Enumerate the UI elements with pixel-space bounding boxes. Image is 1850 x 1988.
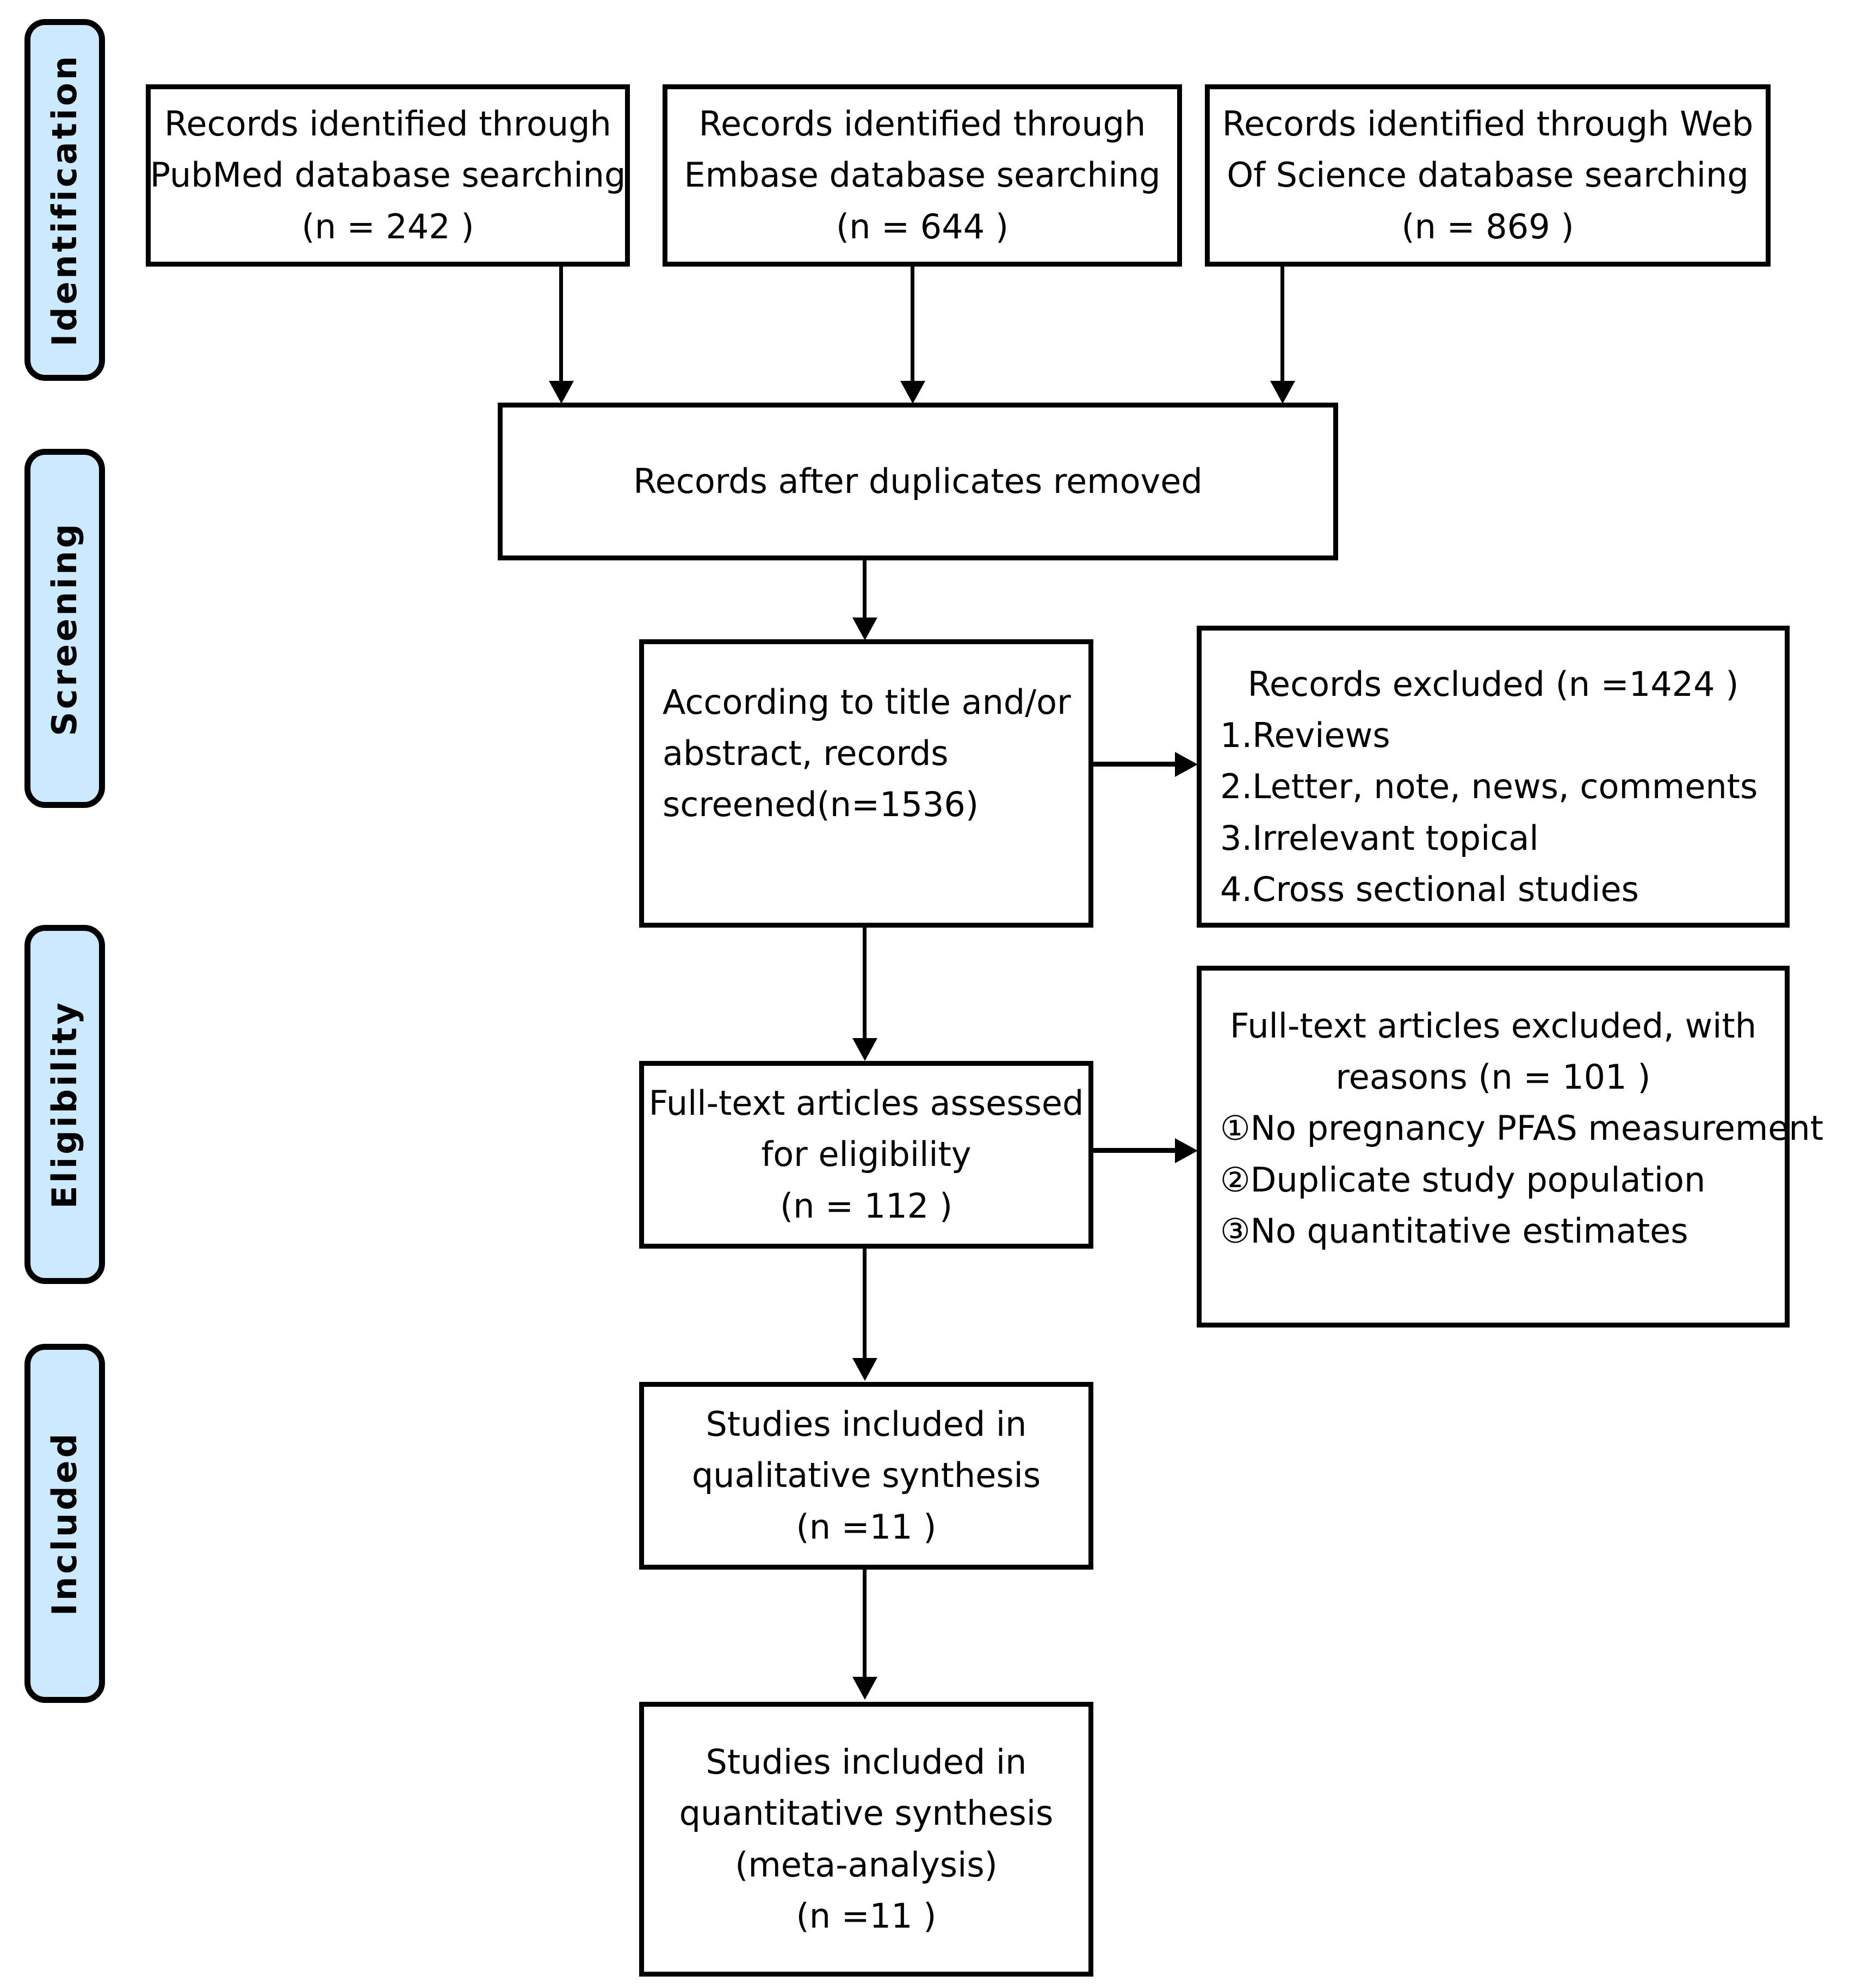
connector-screened-to-fulltext: [863, 928, 867, 1042]
box-embase-line-2: Embase database searching: [684, 155, 1161, 195]
stage-tab-included: Included: [24, 1344, 105, 1703]
box-qualitative-line-1: Studies included in: [706, 1404, 1027, 1444]
stage-tab-eligibility: Eligibility: [24, 925, 105, 1284]
stage-tab-identification-label: Identification: [45, 53, 84, 347]
box-fulltext-assessed-line-1: Full-text articles assessed: [648, 1083, 1084, 1123]
box-pubmed-records: Records identified through PubMed databa…: [146, 84, 630, 267]
arrowhead-screened-to-fulltext: [852, 1038, 877, 1061]
box-webofscience-records: Records identified through Web Of Scienc…: [1205, 84, 1771, 267]
box-qualitative-line-3: (n =11 ): [796, 1507, 937, 1547]
box-pubmed-line-2: PubMed database searching: [150, 155, 626, 195]
box-records-screened-line-3: screened(n=1536): [663, 785, 979, 825]
box-qualitative-synthesis: Studies included in qualitative synthesi…: [639, 1382, 1093, 1570]
box-duplicates-removed: Records after duplicates removed: [498, 403, 1338, 560]
box-records-excluded-reason-1: 1.Reviews: [1220, 715, 1390, 756]
box-fulltext-excluded-reason-1: ①No pregnancy PFAS measurement: [1220, 1108, 1824, 1149]
box-records-screened-line-1: According to title and/or: [663, 682, 1071, 722]
box-quantitative-line-1: Studies included in: [706, 1742, 1027, 1782]
connector-duplicates-to-screened: [863, 560, 867, 623]
box-pubmed-line-1: Records identified through: [164, 104, 611, 144]
connector-fulltext-to-excluded: [1093, 1148, 1178, 1153]
box-wos-line-2: Of Science database searching: [1227, 155, 1749, 195]
stage-tab-included-label: Included: [45, 1430, 84, 1616]
box-quantitative-synthesis: Studies included in quantitative synthes…: [639, 1702, 1093, 1977]
box-fulltext-assessed: Full-text articles assessed for eligibil…: [639, 1061, 1093, 1249]
box-wos-line-3: (n = 869 ): [1401, 206, 1574, 246]
box-records-excluded-heading: Records excluded (n =1424 ): [1247, 664, 1739, 704]
arrowhead-screened-to-excluded: [1175, 752, 1198, 777]
box-records-screened-line-2: abstract, records: [663, 733, 949, 774]
box-embase-line-1: Records identified through: [698, 104, 1146, 144]
box-records-excluded-reason-3: 3.Irrelevant topical: [1220, 818, 1539, 858]
box-fulltext-excluded: Full-text articles excluded, with reason…: [1197, 966, 1823, 1328]
connector-wos-to-duplicates: [1280, 267, 1284, 384]
box-fulltext-assessed-line-2: for eligibility: [761, 1134, 972, 1175]
box-wos-line-1: Records identified through Web: [1222, 104, 1754, 144]
box-fulltext-excluded-reason-3: ③No quantitative estimates: [1220, 1211, 1688, 1251]
connector-qualitative-to-quantitative: [863, 1570, 867, 1678]
arrowhead-wos-to-duplicates: [1270, 381, 1295, 404]
stage-tab-screening-label: Screening: [45, 521, 84, 736]
arrowhead-pubmed-to-duplicates: [549, 381, 574, 404]
box-quantitative-line-4: (n =11 ): [796, 1896, 937, 1936]
arrowhead-fulltext-to-qualitative: [852, 1358, 877, 1381]
stage-tab-eligibility-label: Eligibility: [45, 1000, 84, 1209]
box-embase-records: Records identified through Embase databa…: [663, 84, 1182, 267]
box-records-excluded-reason-4: 4.Cross sectional studies: [1220, 869, 1639, 909]
box-quantitative-line-2: quantitative synthesis: [679, 1793, 1054, 1833]
box-quantitative-line-3: (meta-analysis): [735, 1844, 998, 1885]
box-embase-line-3: (n = 644 ): [836, 206, 1009, 246]
box-records-screened: According to title and/or abstract, reco…: [639, 639, 1093, 928]
box-fulltext-excluded-reason-2: ②Duplicate study population: [1220, 1159, 1706, 1200]
stage-tab-screening: Screening: [24, 449, 105, 808]
stage-tab-identification: Identification: [24, 19, 105, 381]
box-records-excluded-reason-2: 2.Letter, note, news, comments: [1220, 767, 1758, 807]
box-fulltext-excluded-heading-2: reasons (n = 101 ): [1335, 1057, 1651, 1097]
connector-pubmed-to-duplicates: [559, 267, 563, 384]
box-fulltext-assessed-line-3: (n = 112 ): [779, 1186, 953, 1226]
arrowhead-qualitative-to-quantitative: [852, 1677, 877, 1700]
box-duplicates-removed-line-1: Records after duplicates removed: [633, 461, 1203, 501]
box-records-excluded: Records excluded (n =1424 ) 1.Reviews 2.…: [1197, 626, 1790, 928]
connector-embase-to-duplicates: [911, 267, 914, 384]
arrowhead-fulltext-to-excluded: [1175, 1138, 1198, 1163]
box-fulltext-excluded-heading-1: Full-text articles excluded, with: [1229, 1006, 1757, 1046]
arrowhead-duplicates-to-screened: [852, 618, 877, 640]
connector-screened-to-excluded: [1093, 762, 1178, 767]
box-qualitative-line-2: qualitative synthesis: [691, 1455, 1041, 1496]
connector-fulltext-to-qualitative: [863, 1249, 867, 1360]
arrowhead-embase-to-duplicates: [900, 381, 925, 404]
box-pubmed-line-3: (n = 242 ): [301, 206, 474, 246]
